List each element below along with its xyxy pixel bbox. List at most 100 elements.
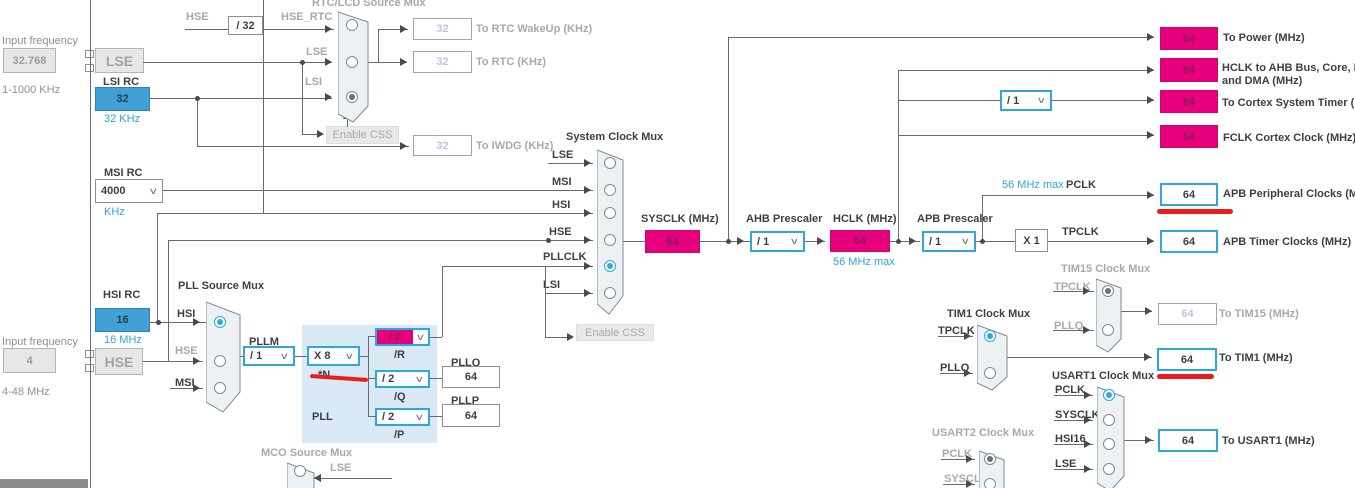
mux-radio-button[interactable] <box>214 355 226 367</box>
tim1-value-field[interactable]: 64 <box>1157 348 1217 371</box>
wire <box>545 337 572 338</box>
arrowhead-icon <box>1084 416 1091 424</box>
arrowhead-icon <box>1144 353 1151 361</box>
mux-radio-button[interactable] <box>214 382 226 394</box>
cortex-prescaler-dropdown[interactable]: / 1 ∨ <box>1000 90 1052 111</box>
hse-pin-connector <box>85 350 94 358</box>
arrowhead-icon <box>317 130 324 138</box>
mux-radio-button[interactable] <box>604 234 616 246</box>
mux-radio-button[interactable] <box>604 157 616 169</box>
cortex-timer-value-box: 64 <box>1160 90 1218 113</box>
arrowhead-icon <box>325 93 332 101</box>
ahb-prescaler-dropdown[interactable]: / 1 ∨ <box>750 231 805 252</box>
chevron-down-icon: ∨ <box>414 411 425 422</box>
mux-radio-button[interactable] <box>604 287 616 299</box>
wire <box>548 163 593 164</box>
mux-radio-button <box>346 91 358 103</box>
mux-radio-button[interactable] <box>984 367 996 379</box>
mux-radio-button[interactable] <box>1103 414 1115 426</box>
usart1-clock-mux <box>1097 386 1125 488</box>
pllq-value-box: 64 <box>442 366 500 388</box>
pll-r-divider-dropdown[interactable]: / 2 ∨ <box>375 328 430 346</box>
junction-dot <box>546 238 551 243</box>
wire <box>975 241 1015 242</box>
apb-prescaler-dropdown[interactable]: / 1 ∨ <box>922 231 976 252</box>
cortex-prescaler-value: / 1 <box>1007 94 1020 107</box>
msi-frequency-dropdown[interactable]: 4000 ∨ <box>95 179 163 203</box>
apb-timer-clocks-label: APB Timer Clocks (MHz) <box>1223 236 1352 248</box>
pll-multiplier-dropdown[interactable]: X 8 ∨ <box>307 346 360 366</box>
sysmux-lsi-label: LSI <box>543 279 561 291</box>
pll-r-value: / 2 <box>377 330 413 344</box>
wire <box>168 240 169 361</box>
mux-radio-button[interactable] <box>604 260 616 272</box>
wire <box>430 416 442 417</box>
pll-p-divider-dropdown[interactable]: / 2 ∨ <box>375 408 430 426</box>
apb-peripheral-clocks-field[interactable]: 64 <box>1160 183 1218 206</box>
sysmux-msi-label: MSI <box>552 176 572 188</box>
arrowhead-icon <box>584 289 591 297</box>
sysclk-label: SYSCLK (MHz) <box>641 213 719 225</box>
arrowhead-icon <box>1147 96 1154 104</box>
arrowhead-icon <box>1083 326 1090 334</box>
mux-radio-button[interactable] <box>1103 438 1115 450</box>
wire <box>430 337 442 338</box>
wire <box>378 29 408 30</box>
wire <box>170 388 203 389</box>
pll-q-divider-dropdown[interactable]: / 2 ∨ <box>375 370 430 388</box>
pllm-dropdown[interactable]: / 1 ∨ <box>243 346 295 366</box>
mux-radio-button <box>294 465 306 477</box>
tim15-tpclk-label: TPCLK <box>1054 281 1091 293</box>
enable-css-button[interactable]: Enable CSS <box>326 126 399 144</box>
mux-radio-button[interactable] <box>1103 463 1115 475</box>
arrowhead-icon <box>584 262 591 270</box>
arrowhead-icon <box>193 384 200 392</box>
apb-prescaler-value: / 1 <box>929 235 942 248</box>
wire <box>943 484 975 485</box>
wire <box>157 213 593 214</box>
hsi-rc-unit-note: 16 MHz <box>104 334 142 346</box>
enable-css-button[interactable]: Enable CSS <box>576 324 654 341</box>
usart2-pclk-label: PCLK <box>942 448 972 460</box>
wire <box>90 0 91 488</box>
arrowhead-icon <box>1147 191 1154 199</box>
arrowhead-icon <box>817 237 824 245</box>
chevron-down-icon: ∨ <box>789 236 800 246</box>
pll-mux-title: PLL Source Mux <box>178 280 264 292</box>
mux-radio-button[interactable] <box>984 330 996 342</box>
wire <box>163 190 593 191</box>
chevron-down-icon: ∨ <box>148 185 159 196</box>
arrowhead-icon <box>584 209 591 217</box>
pll-source-mux <box>206 301 241 413</box>
ahb-prescaler-value: / 1 <box>757 235 770 248</box>
lse-pin-connector <box>85 64 94 72</box>
mux-radio-button[interactable] <box>214 316 226 328</box>
arrowhead-icon <box>966 480 973 488</box>
arrowhead-icon <box>314 474 321 482</box>
rtc-label: To RTC (KHz) <box>476 56 547 68</box>
lsi-wire-label: LSI <box>305 76 323 88</box>
wire <box>898 70 899 241</box>
apb-timer-clocks-field[interactable]: 64 <box>1160 230 1218 253</box>
mux-radio-button <box>1102 285 1114 297</box>
mux-radio-button <box>346 56 358 68</box>
usart2-sysclk-label: SYSCLK <box>944 473 989 485</box>
wire <box>347 119 348 127</box>
mux-radio-button[interactable] <box>1103 389 1115 401</box>
mux-radio-button[interactable] <box>604 184 616 196</box>
to-power-label: To Power (MHz) <box>1223 32 1305 44</box>
mux-radio-button[interactable] <box>604 207 616 219</box>
arrowhead-icon <box>1147 33 1154 41</box>
wire <box>545 293 593 294</box>
pll-hsi-label: HSI <box>177 308 196 320</box>
usart1-value-field[interactable]: 64 <box>1158 429 1218 452</box>
wire <box>1054 420 1093 421</box>
wire <box>368 336 369 416</box>
wire <box>442 266 593 267</box>
pll-multiplier-value: X 8 <box>314 350 331 362</box>
mco-lse-label: LSE <box>330 462 352 474</box>
wire <box>367 62 379 63</box>
hse-rtc-divider-box: / 32 <box>228 16 263 35</box>
wire <box>982 195 983 241</box>
